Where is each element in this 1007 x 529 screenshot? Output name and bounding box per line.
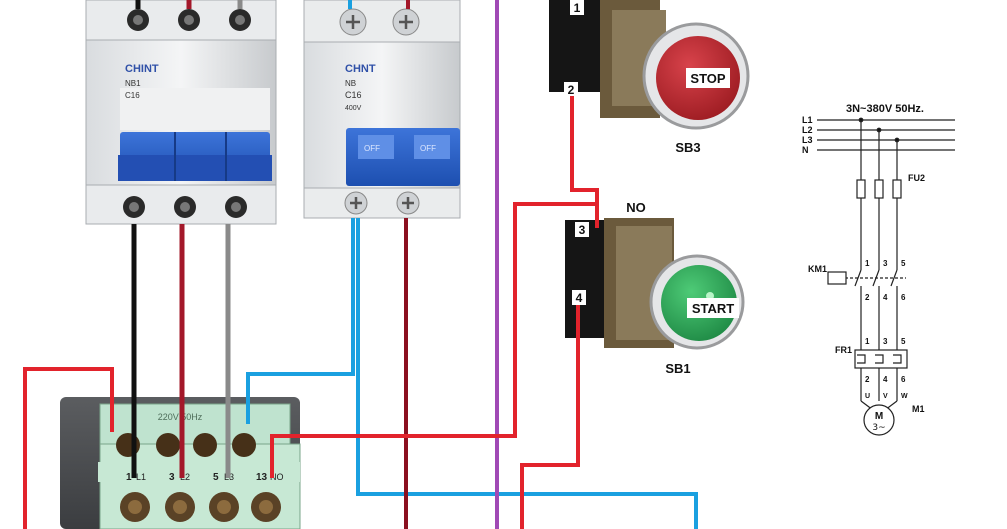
stop-button-label: STOP	[690, 71, 725, 86]
schematic-fr1-term-3: 3	[883, 337, 888, 346]
schematic-contactor-label: KM1	[808, 264, 827, 274]
stop-terminal-top: 1	[574, 1, 581, 15]
breaker-2p-voltage: 400V	[345, 105, 362, 112]
schematic-km1-term-5: 5	[901, 259, 906, 268]
schematic-motor-term-V: V	[883, 393, 888, 400]
schematic-motor-term-U: U	[865, 393, 870, 400]
schematic-supply: 3N~380V 50Hz.	[846, 103, 924, 115]
two-pole-breaker: CHNT NB C16 400V OFF OFF	[303, 0, 461, 219]
contactor-term-13-num: 13	[256, 472, 268, 483]
schematic-line-L2: L2	[802, 125, 813, 135]
schematic-km1-term-3: 3	[883, 259, 888, 268]
breaker-2p-off-right: OFF	[420, 144, 436, 153]
schematic-motor-label: M1	[912, 404, 925, 414]
schematic-motor-term-W: W	[901, 393, 908, 400]
schematic-km1-term-1: 1	[865, 259, 870, 268]
schematic-km1-term-6: 6	[901, 293, 906, 302]
stop-terminal-bottom: 2	[568, 83, 575, 97]
breaker-2p-model: NB	[345, 79, 356, 88]
stop-button-id: SB3	[675, 140, 700, 155]
breaker-3p-model: NB1	[125, 79, 141, 88]
schematic-motor-symbol: M	[875, 411, 883, 422]
breaker-2p-brand: CHNT	[345, 63, 376, 75]
contactor-term-1-num: 1	[126, 472, 132, 483]
three-pole-breaker: CHINT NB1 C16	[85, 0, 277, 225]
breaker-3p-brand: CHINT	[125, 63, 159, 75]
breaker-2p-rating: C16	[345, 90, 362, 100]
schematic-km1-term-2: 2	[865, 293, 870, 302]
start-button-label: START	[692, 301, 734, 316]
schematic-line-L1: L1	[802, 115, 813, 125]
breaker-2p-off-left: OFF	[364, 144, 380, 153]
contactor-term-5-num: 5	[213, 472, 219, 483]
contactor-term-3-num: 3	[169, 472, 175, 483]
schematic-fuse-label: FU2	[908, 173, 925, 183]
start-button-id: SB1	[665, 361, 690, 376]
schematic-fr1-term-5: 5	[901, 337, 906, 346]
schematic-km1-term-4: 4	[883, 293, 888, 302]
schematic-overload-label: FR1	[835, 345, 852, 355]
contactor-term-13-name: NO	[270, 472, 284, 482]
schematic-line-N: N	[802, 145, 809, 155]
start-terminal-top: 3	[579, 223, 586, 237]
schematic-fr1-term-2: 2	[865, 375, 870, 384]
schematic-line-L3: L3	[802, 135, 813, 145]
schematic-fr1-term-1: 1	[865, 337, 870, 346]
start-button-assembly: NO START 3 4 SB1	[565, 200, 745, 376]
stop-button-assembly: STOP 1 2 SB3	[549, 0, 750, 155]
start-contact-type: NO	[626, 200, 646, 215]
contactor-term-3-name: L2	[180, 472, 190, 482]
schematic-fr1-term-6: 6	[901, 375, 906, 384]
schematic-motor-phase: 3~	[872, 423, 885, 433]
schematic-fr1-term-4: 4	[883, 375, 888, 384]
breaker-3p-rating: C16	[125, 91, 140, 100]
schematic: 3N~380V 50Hz. L1 L2 L3 N FU2 1 3 5 KM1 2…	[802, 103, 955, 436]
wiring	[23, 0, 698, 529]
start-terminal-bottom: 4	[576, 291, 583, 305]
contactor-term-1-name: L1	[136, 472, 146, 482]
